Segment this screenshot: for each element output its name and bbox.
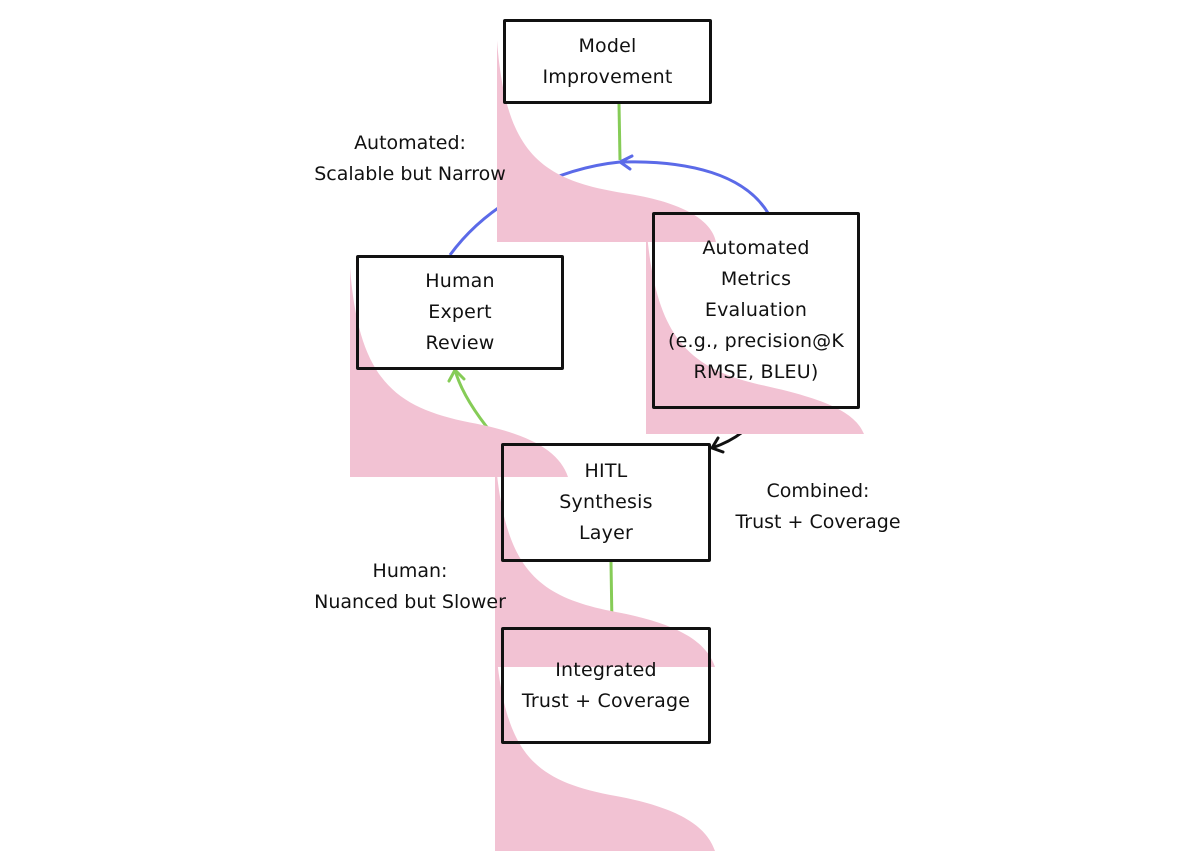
note-line: Combined: — [766, 480, 870, 502]
arrowhead-human-review — [447, 367, 466, 383]
label-line: Automated — [702, 237, 810, 259]
note-line: Automated: — [354, 132, 466, 154]
label-line: Synthesis — [559, 491, 653, 513]
node-frame — [501, 443, 711, 562]
edge-loop-to-model-improvement — [617, 103, 622, 161]
arrowhead-model-improvement — [617, 154, 634, 171]
edge-automated-metrics-to-model-improvement — [619, 160, 770, 214]
node-fill — [495, 453, 715, 667]
node-label: Human Expert Review — [356, 255, 564, 370]
note-human: Human: Nuanced but Slower — [290, 556, 530, 618]
label-line: HITL — [584, 460, 628, 482]
node-frame — [652, 212, 860, 409]
arrowhead-hitl — [709, 436, 725, 454]
label-line: Expert — [428, 301, 492, 323]
node-hitl-synthesis-layer: HITL Synthesis Layer — [495, 443, 715, 667]
node-label: Integrated Trust + Coverage — [501, 627, 711, 744]
note-line: Nuanced but Slower — [314, 591, 506, 613]
node-model-improvement: Model Improvement — [497, 19, 716, 242]
label-line: RMSE, BLEU) — [693, 361, 819, 383]
label-line: Integrated — [555, 658, 657, 681]
node-label: Model Improvement — [503, 19, 712, 104]
label-line: Improvement — [542, 65, 673, 88]
label-line: Evaluation — [704, 299, 808, 321]
node-fill — [350, 267, 568, 477]
label-line: Human — [425, 270, 495, 292]
diagram-canvas: Model Improvement Human Expert Review Au… — [290, 19, 918, 851]
label-line: Review — [425, 332, 495, 354]
node-frame — [501, 627, 711, 744]
node-frame — [503, 19, 712, 104]
note-combined: Combined: Trust + Coverage — [718, 476, 918, 538]
label-line: Metrics — [720, 268, 792, 290]
node-fill — [646, 222, 864, 434]
note-automated: Automated: Scalable but Narrow — [290, 128, 530, 190]
node-label: HITL Synthesis Layer — [501, 443, 711, 562]
node-frame — [356, 255, 564, 370]
label-line: Layer — [579, 522, 633, 544]
label-line: Model — [578, 34, 637, 57]
label-line: (e.g., precision@K — [667, 330, 845, 352]
node-integrated-trust-coverage: Integrated Trust + Coverage — [495, 627, 715, 851]
node-label: Automated Metrics Evaluation (e.g., prec… — [652, 212, 860, 409]
node-automated-metrics-evaluation: Automated Metrics Evaluation (e.g., prec… — [646, 212, 864, 434]
node-human-expert-review: Human Expert Review — [350, 255, 568, 477]
note-line: Scalable but Narrow — [314, 163, 506, 185]
node-fill — [497, 40, 716, 242]
note-line: Trust + Coverage — [735, 511, 901, 533]
label-line: Trust + Coverage — [521, 689, 691, 712]
note-line: Human: — [372, 560, 448, 582]
